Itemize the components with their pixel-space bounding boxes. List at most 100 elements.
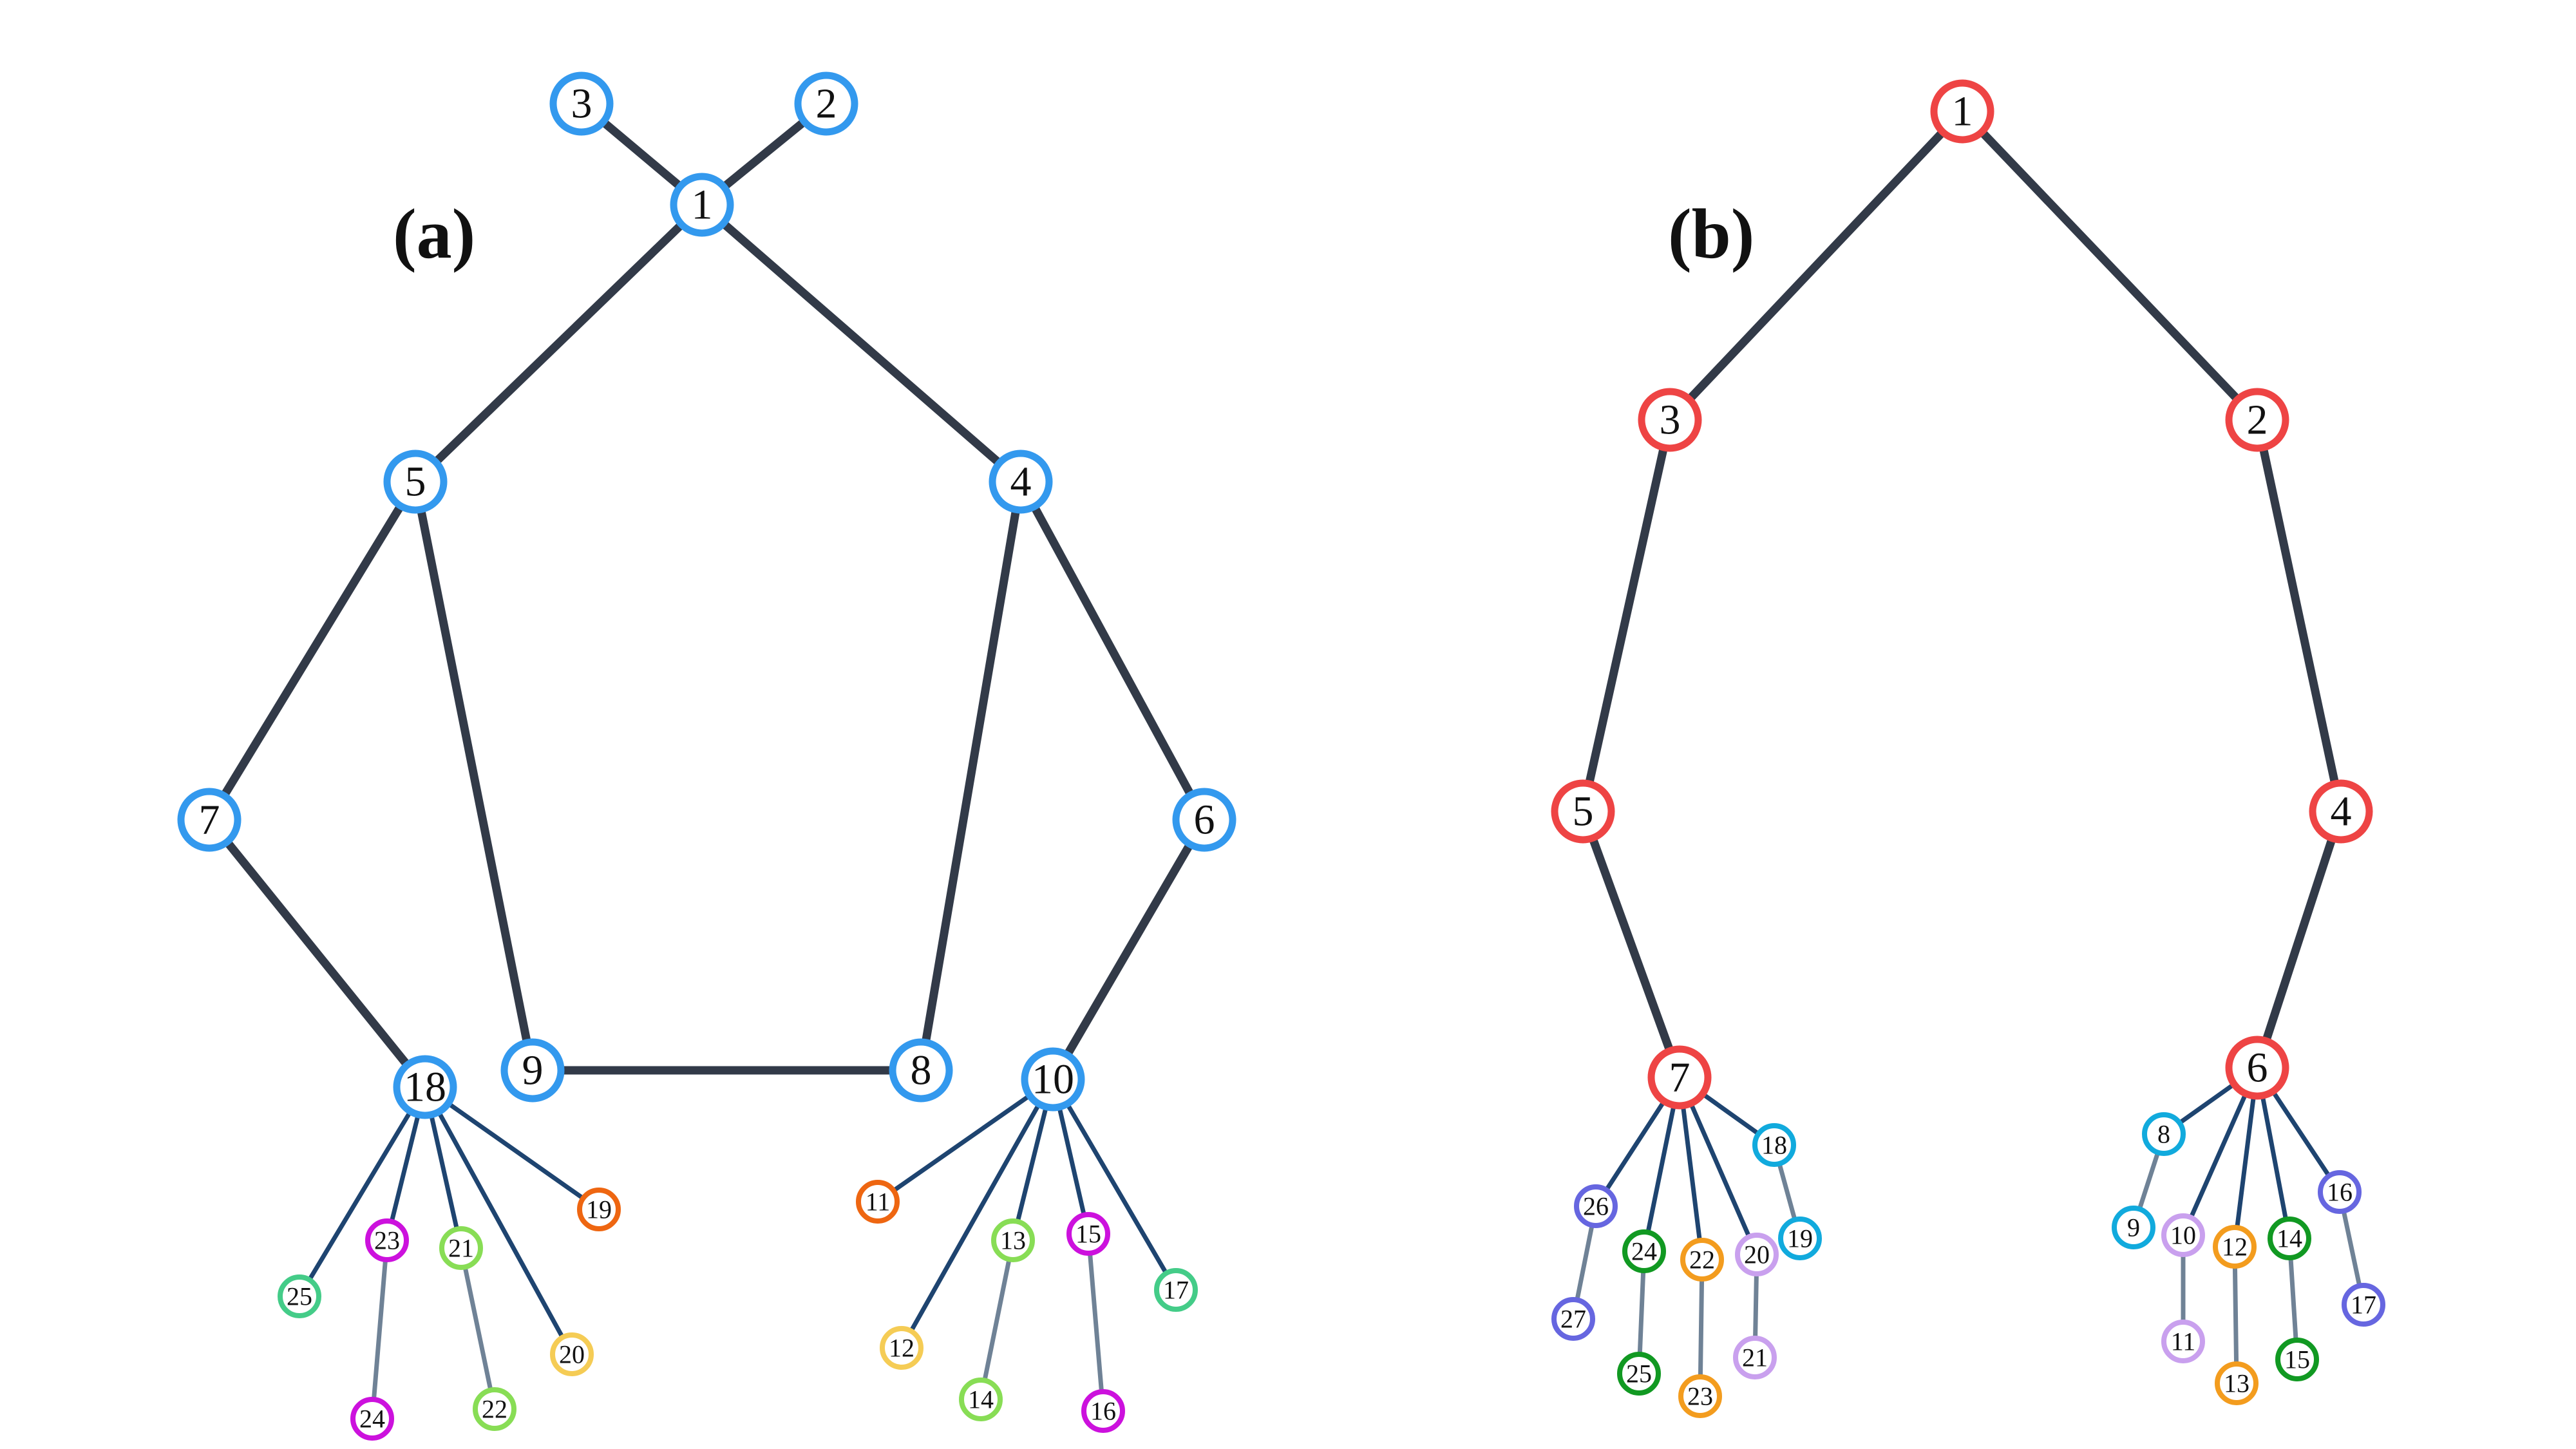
panel-b-node-5-label: 5 xyxy=(1573,788,1594,835)
panel-b-node-22: 22 xyxy=(1680,1238,1724,1282)
panel-b-node-14-label: 14 xyxy=(2277,1224,2302,1253)
panel-b-node-22-circle xyxy=(1680,1238,1724,1282)
panel-b-node-24-circle xyxy=(1622,1229,1666,1273)
panel-a-edge-10-11 xyxy=(875,1077,1056,1204)
panel-a-node-7: 7 xyxy=(177,788,242,852)
panel-a-edge-23-24 xyxy=(370,1238,390,1421)
panel-a-edge-1-5 xyxy=(411,200,706,486)
panel-b-node-27: 27 xyxy=(1551,1297,1595,1341)
panel-b-node-16: 16 xyxy=(2318,1170,2362,1214)
panel-b-node-4: 4 xyxy=(2309,779,2373,844)
panel-a-node-2-circle xyxy=(794,71,858,136)
panel-a-node-8: 8 xyxy=(889,1038,953,1103)
panel-a-node-17-circle xyxy=(1154,1268,1198,1312)
panel-a-node-20-label: 20 xyxy=(559,1340,585,1369)
panel-b-edge-5-7 xyxy=(1578,807,1684,1082)
panel-b-node-25: 25 xyxy=(1617,1352,1661,1396)
panel-b-node-19: 19 xyxy=(1778,1217,1822,1260)
panel-a-node-8-circle xyxy=(889,1038,953,1103)
panel-a-node-20-circle xyxy=(550,1332,594,1376)
panel-a-node-9-label: 9 xyxy=(522,1047,544,1094)
panel-b-node-16-label: 16 xyxy=(2327,1178,2353,1207)
panel-b-edge-4-6 xyxy=(2253,807,2345,1072)
panel-a-node-2: 2 xyxy=(794,71,858,136)
panel-a-node-15-label: 15 xyxy=(1075,1220,1101,1249)
panel-a-node-10-circle xyxy=(1021,1047,1085,1112)
panel-b-node-26-circle xyxy=(1574,1184,1618,1228)
panel-a-node-25-circle xyxy=(278,1274,321,1318)
panel-b-node-17: 17 xyxy=(2342,1283,2385,1327)
panel-a-node-5-label: 5 xyxy=(405,459,426,506)
panel-b-node-14: 14 xyxy=(2268,1217,2311,1260)
panel-b-node-23-label: 23 xyxy=(1687,1382,1713,1411)
panel-b-edge-22-23 xyxy=(1698,1257,1705,1399)
panel-a-node-14-circle xyxy=(959,1378,1003,1421)
panel-b-node-7-circle xyxy=(1647,1045,1712,1110)
panel-b-node-12: 12 xyxy=(2213,1225,2257,1269)
panel-b-node-12-label: 12 xyxy=(2222,1233,2248,1262)
panel-a-node-16-label: 16 xyxy=(1090,1397,1116,1426)
panel-b-node-5-circle xyxy=(1551,779,1615,844)
panel-b-node-10-label: 10 xyxy=(2170,1221,2196,1250)
panel-a-node-3: 3 xyxy=(549,71,614,136)
panel-a-node-20: 20 xyxy=(550,1332,594,1376)
panel-a-edge-10-12 xyxy=(899,1077,1056,1350)
panel-a-node-24: 24 xyxy=(350,1397,394,1441)
panel-b-label: (b) xyxy=(1668,194,1754,273)
panel-b-node-2-label: 2 xyxy=(2247,397,2268,444)
panel-b-node-20-label: 20 xyxy=(1744,1240,1770,1269)
panel-a-edge-15-16 xyxy=(1086,1231,1106,1414)
panel-a-node-18-circle xyxy=(393,1055,457,1119)
panel-a-edge-13-14 xyxy=(978,1238,1016,1402)
panel-b-node-11: 11 xyxy=(2161,1320,2205,1363)
panel-b-node-9-circle xyxy=(2112,1206,2155,1249)
panel-a-label: (a) xyxy=(393,194,475,273)
panel-a-node-8-label: 8 xyxy=(911,1047,932,1094)
panel-a-node-22-circle xyxy=(473,1387,516,1431)
panel-a-edge-18-20 xyxy=(422,1084,574,1357)
panel-b-node-18-circle xyxy=(1752,1123,1796,1167)
panel-b-node-19-circle xyxy=(1778,1217,1822,1260)
panel-b-node-26-label: 26 xyxy=(1583,1192,1609,1221)
panel-b-node-12-circle xyxy=(2213,1225,2257,1269)
panel-b-node-15-label: 15 xyxy=(2284,1345,2310,1374)
panel-b-node-4-circle xyxy=(2309,779,2373,844)
panel-a-node-19-circle xyxy=(577,1188,621,1231)
panel-b-node-6-label: 6 xyxy=(2247,1045,2268,1092)
panel-a-node-13: 13 xyxy=(991,1218,1035,1262)
panel-b-node-17-circle xyxy=(2342,1283,2385,1327)
panel-b-node-10: 10 xyxy=(2161,1213,2205,1257)
panel-a-node-11-label: 11 xyxy=(866,1188,891,1217)
panel-a-node-7-label: 7 xyxy=(199,797,220,844)
panel-b-node-1-label: 1 xyxy=(1952,88,1973,135)
panel-a-node-16: 16 xyxy=(1081,1389,1125,1433)
panel-b-node-25-circle xyxy=(1617,1352,1661,1396)
panel-b-node-7: 7 xyxy=(1647,1045,1712,1110)
panel-b-node-23: 23 xyxy=(1678,1374,1722,1418)
panel-b-node-18: 18 xyxy=(1752,1123,1796,1167)
panel-a-node-1-circle xyxy=(670,173,734,237)
panel-a-edge-1-4 xyxy=(697,200,1025,486)
panel-b-node-10-circle xyxy=(2161,1213,2205,1257)
panel-a-edge-6-10 xyxy=(1048,815,1209,1084)
panel-b-node-11-label: 11 xyxy=(2171,1327,2196,1356)
panel-a-node-7-circle xyxy=(177,788,242,852)
panel-a-edge-10-17 xyxy=(1050,1077,1179,1293)
panel-b-node-24: 24 xyxy=(1622,1229,1666,1273)
panel-a-node-13-label: 13 xyxy=(1000,1226,1026,1255)
panel-a-edge-5-7 xyxy=(205,477,420,824)
panel-a-node-22-label: 22 xyxy=(482,1395,507,1424)
panel-b-node-1: 1 xyxy=(1930,79,1994,144)
panel-a-node-10-label: 10 xyxy=(1032,1056,1074,1103)
panel-b-node-3-label: 3 xyxy=(1660,397,1681,444)
panel-a-node-19-label: 19 xyxy=(586,1195,612,1224)
panel-a-node-12: 12 xyxy=(880,1326,923,1370)
panel-b-edge-7-20 xyxy=(1677,1075,1759,1257)
panel-a-node-23: 23 xyxy=(365,1218,409,1262)
panel-b-node-8-label: 8 xyxy=(2157,1120,2170,1149)
panel-b-edge-1-2 xyxy=(1958,107,2262,424)
panel-a-edge-4-8 xyxy=(916,477,1025,1075)
panel-b-edges xyxy=(1571,107,2366,1399)
panel-b-node-9: 9 xyxy=(2112,1206,2155,1249)
